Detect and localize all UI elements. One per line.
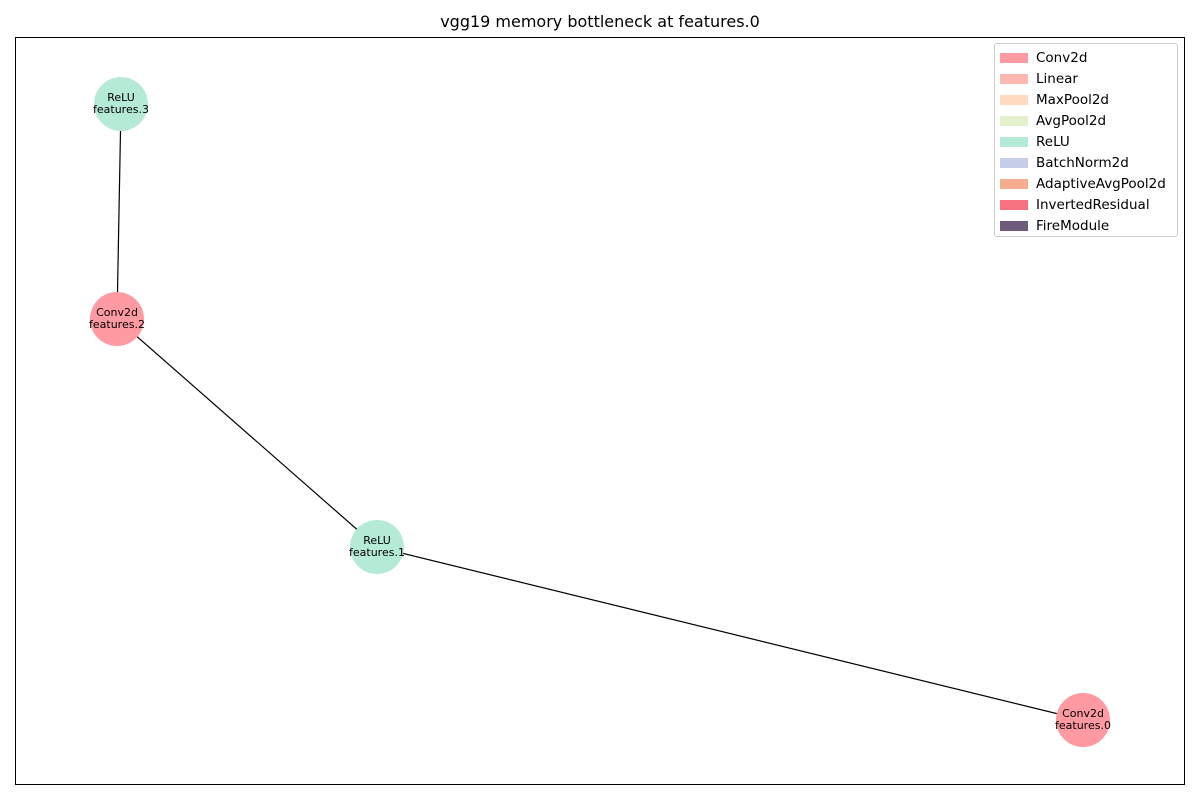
- legend-label: AvgPool2d: [1036, 112, 1107, 129]
- node-circle: [1056, 693, 1110, 747]
- legend-label: FireModule: [1036, 217, 1110, 234]
- legend-item-linear: Linear: [1000, 68, 1177, 89]
- node-type-label: ReLU: [363, 534, 391, 547]
- legend-item-conv2d: Conv2d: [1000, 47, 1177, 68]
- legend-swatch: [1000, 157, 1028, 168]
- node-circle: [350, 520, 404, 574]
- legend-label: MaxPool2d: [1036, 91, 1109, 108]
- node-type-label: Conv2d: [1062, 707, 1104, 720]
- legend-swatch: [1000, 52, 1028, 63]
- legend-label: Linear: [1036, 70, 1078, 87]
- legend-swatch: [1000, 220, 1028, 231]
- legend-item-firemodule: FireModule: [1000, 215, 1177, 236]
- node-type-label: Conv2d: [96, 306, 138, 319]
- legend-item-maxpool2d: MaxPool2d: [1000, 89, 1177, 110]
- legend-label: ReLU: [1036, 133, 1070, 150]
- node-type-label: ReLU: [107, 91, 135, 104]
- legend-label: AdaptiveAvgPool2d: [1036, 175, 1166, 192]
- legend-swatch: [1000, 136, 1028, 147]
- figure-title: vgg19 memory bottleneck at features.0: [440, 12, 760, 31]
- legend-swatch: [1000, 94, 1028, 105]
- legend-label: BatchNorm2d: [1036, 154, 1129, 171]
- node-id-label: features.3: [93, 103, 149, 116]
- legend-item-avgpool2d: AvgPool2d: [1000, 110, 1177, 131]
- graph-canvas: Conv2dfeatures.0ReLUfeatures.1Conv2dfeat…: [89, 77, 1111, 747]
- edge-features.0-features.1: [376, 546, 1084, 721]
- legend-item-relu: ReLU: [1000, 131, 1177, 152]
- node-id-label: features.1: [349, 546, 405, 559]
- legend-label: InvertedResidual: [1036, 196, 1150, 213]
- legend-item-invertedresidual: InvertedResidual: [1000, 194, 1177, 215]
- legend-swatch: [1000, 73, 1028, 84]
- node-id-label: features.0: [1055, 719, 1111, 732]
- legend-label: Conv2d: [1036, 49, 1088, 66]
- legend-item-adaptiveavgpool2d: AdaptiveAvgPool2d: [1000, 173, 1177, 194]
- node-circle: [90, 292, 144, 346]
- legend-swatch: [1000, 115, 1028, 126]
- edge-features.1-features.2: [116, 318, 378, 548]
- legend-swatch: [1000, 178, 1028, 189]
- legend-item-batchnorm2d: BatchNorm2d: [1000, 152, 1177, 173]
- edge-features.2-features.3: [116, 103, 122, 320]
- legend-swatch: [1000, 199, 1028, 210]
- node-id-label: features.2: [89, 318, 145, 331]
- node-circle: [94, 77, 148, 131]
